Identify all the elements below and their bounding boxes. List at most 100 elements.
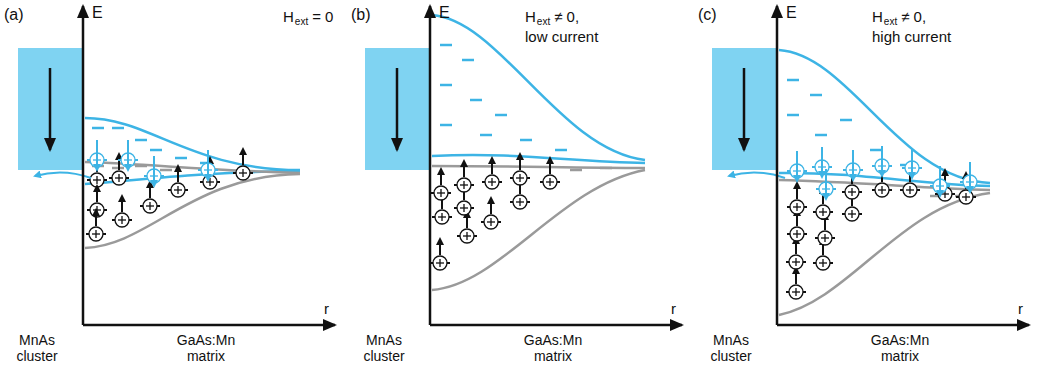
mnas-cluster-box: [18, 48, 82, 170]
plus-sign: [795, 288, 796, 296]
plus-sign: [965, 193, 966, 201]
band-edge-curve: [432, 15, 645, 160]
diagram-label: H: [525, 8, 536, 25]
energy-axis: [776, 6, 779, 325]
diagram-label: ≠ 0,: [901, 8, 926, 25]
hole-symbol: [845, 185, 859, 199]
diagram-label: ext: [884, 16, 897, 27]
level-dash: [462, 59, 474, 62]
hole-symbol: [434, 186, 448, 200]
plus-sign: [822, 208, 823, 216]
hole-symbol: [818, 231, 832, 245]
hole-symbol: [89, 227, 103, 241]
spin-up-arrow: [242, 149, 244, 165]
spin-up-arrow: [490, 198, 492, 214]
plus-sign: [463, 181, 464, 189]
diagram-label: GaAs:Mn matrix: [160, 332, 252, 364]
hole-symbol: [485, 175, 499, 189]
level-dash: [480, 134, 492, 137]
diagram-label: ext: [295, 16, 308, 27]
level-dash: [440, 44, 452, 47]
spin-up-arrow: [519, 154, 521, 170]
level-dash: [810, 94, 822, 97]
plus-sign: [466, 232, 467, 240]
plus-sign: [909, 186, 910, 194]
spin-up-arrow: [796, 183, 798, 199]
mnas-cluster-box: [365, 48, 429, 170]
spin-up-arrow: [177, 166, 179, 182]
hole-symbol: [236, 166, 250, 180]
hole-symbol: [513, 195, 527, 209]
hole-symbol: [143, 199, 157, 213]
spin-down-arrow: [96, 140, 98, 170]
level-dash: [495, 114, 507, 117]
position-axis: [83, 324, 335, 327]
plus-sign: [121, 216, 122, 224]
plus-sign: [519, 198, 520, 206]
plus-sign: [519, 174, 520, 182]
hole-symbol: [903, 183, 917, 197]
spin-down-arrow: [911, 148, 913, 178]
spin-up-arrow: [549, 158, 551, 174]
level-dash: [160, 169, 172, 172]
hole-symbol: [513, 171, 527, 185]
hole-symbol: [457, 201, 471, 215]
diagram-label: ≠ 0,: [554, 8, 579, 25]
energy-axis: [429, 6, 432, 325]
hole-symbol: [845, 207, 859, 221]
hole-symbol: [543, 175, 557, 189]
level-dash: [555, 149, 567, 152]
diagram-label: GaAs:Mn matrix: [507, 332, 599, 364]
plus-sign: [796, 230, 797, 238]
level-dash: [440, 84, 452, 87]
level-dash: [520, 139, 532, 142]
spin-down-arrow: [821, 147, 823, 177]
level-dash: [135, 139, 147, 142]
diagram-label: high current: [872, 28, 951, 45]
spin-down-arrow: [825, 169, 827, 199]
hole-symbol: [816, 205, 830, 219]
position-axis: [777, 324, 1029, 327]
hole-symbol: [457, 178, 471, 192]
position-axis: [430, 324, 682, 327]
spin-up-arrow: [96, 186, 98, 202]
hole-symbol: [959, 190, 973, 204]
diagram-label: H: [872, 8, 883, 25]
level-dash: [840, 119, 852, 122]
diagram-label: MnAs cluster: [700, 332, 762, 364]
spin-up-arrow: [121, 196, 123, 212]
hole-symbol: [790, 227, 804, 241]
hole-symbol: [460, 229, 474, 243]
diagram-label: r: [1018, 300, 1023, 317]
hole-symbol: [90, 173, 104, 187]
level-dash: [570, 169, 582, 172]
plus-sign: [795, 258, 796, 266]
band-edge-curve: [432, 170, 645, 290]
level-dash: [112, 127, 124, 130]
diagram-label: (a): [4, 6, 24, 23]
plus-sign: [95, 230, 96, 238]
level-dash: [787, 114, 799, 117]
plus-sign: [824, 234, 825, 242]
plus-sign: [549, 178, 550, 186]
diagram-label: ext: [537, 16, 550, 27]
diagram-label: r: [671, 300, 676, 317]
diagram-label: E: [786, 4, 797, 21]
spin-down-arrow: [881, 146, 883, 176]
hole-symbol: [115, 213, 129, 227]
diagram-label: H: [283, 8, 294, 25]
plus-sign: [118, 174, 119, 182]
diagram-label: MnAs cluster: [353, 332, 415, 364]
diagram-label: GaAs:Mn matrix: [854, 332, 946, 364]
plus-sign: [491, 178, 492, 186]
spin-down-arrow: [852, 150, 854, 180]
plus-sign: [96, 176, 97, 184]
level-dash: [150, 149, 162, 152]
level-dash: [175, 157, 187, 160]
spin-up-arrow: [463, 161, 465, 177]
mnas-cluster-box: [712, 48, 776, 170]
hole-symbol: [790, 200, 804, 214]
level-dash: [470, 99, 482, 102]
spin-down-arrow: [939, 166, 941, 196]
spin-up-arrow: [95, 210, 97, 226]
